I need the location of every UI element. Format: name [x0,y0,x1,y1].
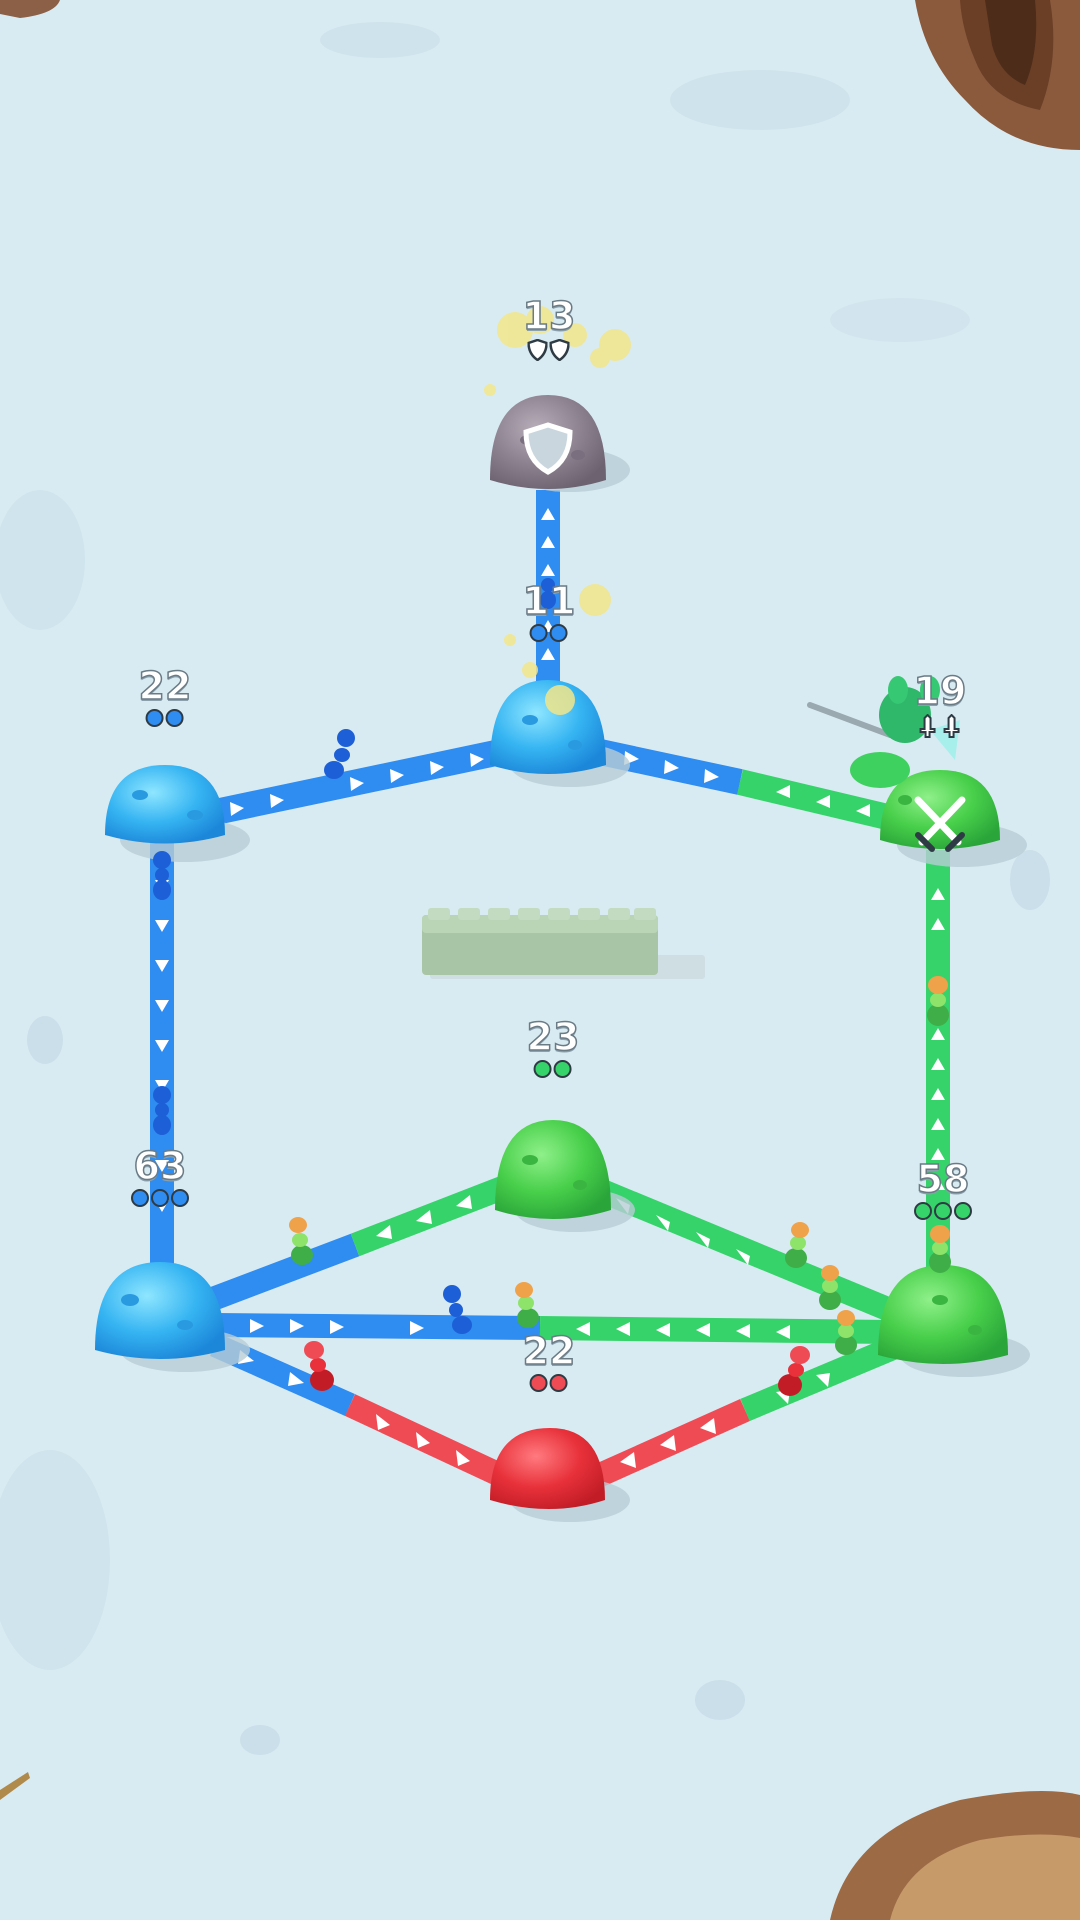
green-ant [515,1282,539,1328]
hill-bottomright-green[interactable] [878,1265,1008,1364]
crossed-swords-icon [914,796,966,852]
green-warrior-ant [807,676,960,788]
red-ant [304,1341,334,1391]
hills [95,395,1030,1522]
hill-right-green[interactable] [880,770,1000,849]
hill-middle-green[interactable] [495,1120,611,1219]
corner-log-bottom-right [830,1791,1080,1920]
green-ant [927,976,949,1026]
green-ant [835,1310,857,1355]
blue-ant [443,1285,472,1334]
red-ant [778,1346,810,1396]
green-ant [929,1225,951,1273]
hill-left-blue[interactable] [105,765,225,844]
ants [153,578,960,1396]
dust-cloud-effect [484,306,631,715]
shield-icon [523,422,573,475]
hill-center-blue[interactable] [490,680,606,774]
corner-twig-bottom-left [0,1772,30,1800]
blue-ant [153,1086,171,1135]
blue-ant [324,729,355,779]
stone-wall-obstacle [422,908,705,979]
paths [150,490,950,1486]
green-ant [289,1217,313,1265]
green-ant [819,1265,841,1310]
blue-ant [153,851,171,900]
corner-log-top-right [915,0,1080,150]
hill-bottom-red[interactable] [490,1428,605,1509]
blue-ant [540,578,556,609]
green-ant [785,1222,809,1268]
hill-bottomleft-blue[interactable] [95,1262,225,1359]
corner-log-top-left [0,0,60,18]
